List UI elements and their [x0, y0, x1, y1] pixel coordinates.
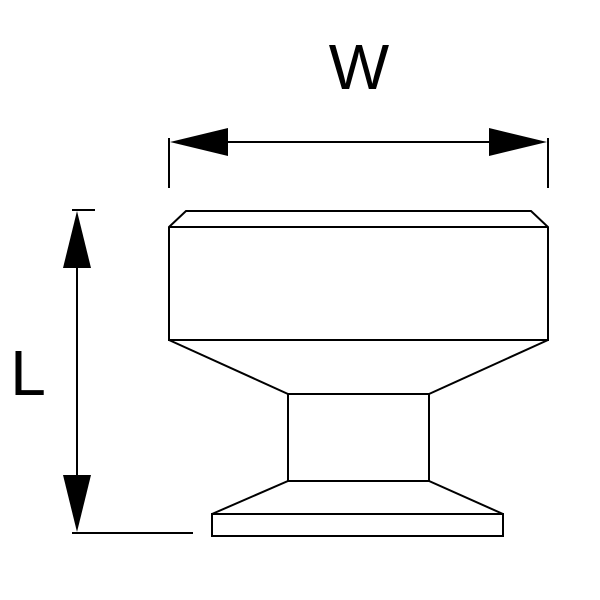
width-dimension: W — [168, 31, 549, 188]
length-arrowhead-top — [63, 211, 91, 268]
width-label: W — [329, 31, 390, 103]
knob-taper-right — [428, 339, 549, 395]
length-dimension: L — [10, 209, 193, 534]
knob-base-plate — [211, 513, 504, 537]
length-label: L — [10, 337, 46, 409]
width-arrowhead-left — [170, 128, 228, 156]
knob-taper-left — [168, 339, 289, 395]
knob-outline — [168, 210, 549, 537]
width-arrowhead-right — [489, 128, 547, 156]
knob-base-flare — [211, 480, 504, 515]
knob-neck — [287, 393, 430, 482]
length-arrowhead-bottom — [63, 475, 91, 532]
knob-head-outline — [168, 210, 549, 341]
